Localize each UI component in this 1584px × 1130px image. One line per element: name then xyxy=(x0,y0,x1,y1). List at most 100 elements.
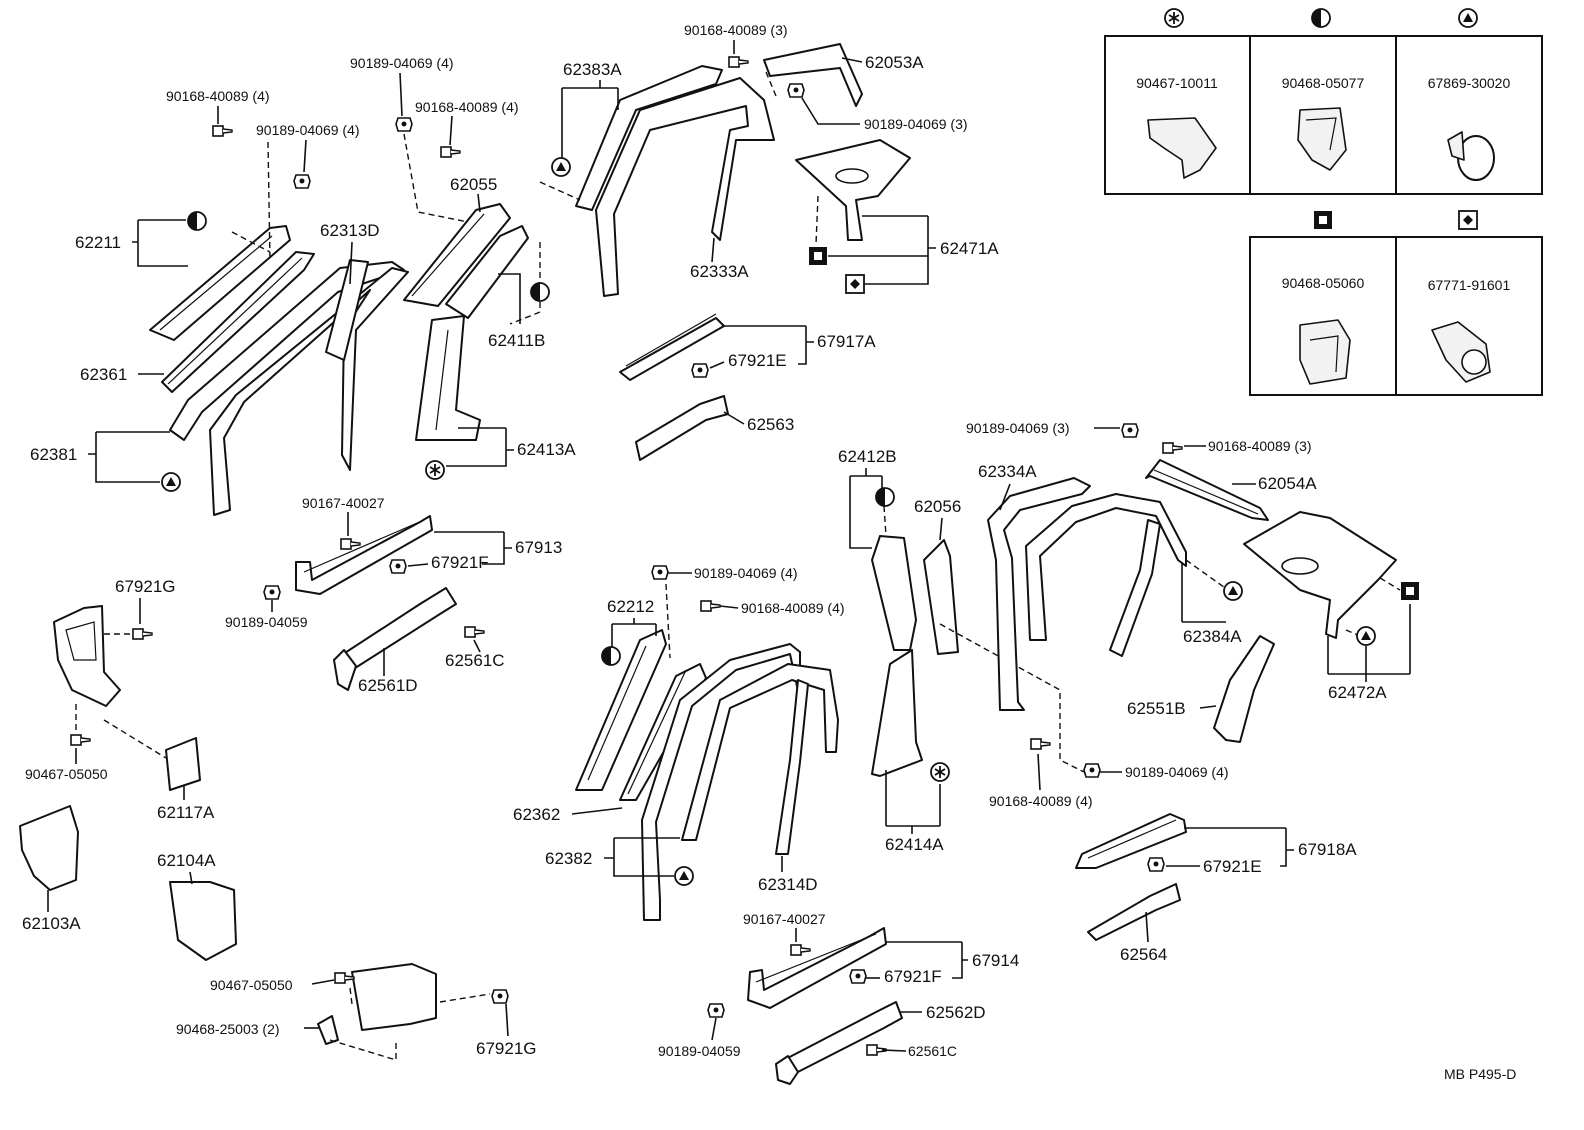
lower-bracket-shape xyxy=(53,605,121,707)
part-62212-shape xyxy=(575,629,667,791)
labels-lower-center: 90189-04069 (4) 90168-40089 (4) 62212 62… xyxy=(513,447,1019,1059)
part-62413A-shape xyxy=(415,315,481,441)
rear-quarter-group xyxy=(987,423,1401,941)
fastener-label: 90168-40089 (4) xyxy=(166,88,270,104)
diamond-symbol-icon xyxy=(1458,210,1478,230)
fastener-label: 90167-40027 xyxy=(302,495,385,511)
part-62055-shape xyxy=(403,203,511,307)
part-label: 62362 xyxy=(513,805,560,824)
fastener-label: 90189-04069 (4) xyxy=(350,55,454,71)
part-67914-shape xyxy=(747,927,887,1009)
clip-icon xyxy=(293,174,311,189)
half-circle-symbol-icon xyxy=(1311,8,1331,28)
clip-icon xyxy=(389,559,407,574)
labels-upper-left: 62211 62361 62381 62313D 62055 62411B 62… xyxy=(30,55,576,492)
part-62412B-shape xyxy=(871,535,917,651)
part-label: 62562D xyxy=(926,1003,986,1022)
reference-code: MB P495-D xyxy=(1444,1066,1516,1082)
clip-icon xyxy=(707,1003,725,1018)
part-62053A-shape xyxy=(763,43,863,107)
legend-part-number: 90467-10011 xyxy=(1136,75,1218,91)
fastener-label: 90168-40089 (4) xyxy=(989,793,1093,809)
clip-icon xyxy=(651,565,669,580)
clip-icon xyxy=(1297,107,1347,171)
part-label: 62564 xyxy=(1120,945,1167,964)
part-label: 62212 xyxy=(607,597,654,616)
fastener-label: 90467-05050 xyxy=(210,977,293,993)
clip-icon xyxy=(849,969,867,984)
triangle-symbol-icon xyxy=(1356,626,1376,646)
bolt-icon xyxy=(1162,442,1183,454)
part-62562D-shape xyxy=(779,1001,903,1077)
fastener-label: 90168-40089 (3) xyxy=(684,22,788,38)
front-pillar-group xyxy=(149,117,541,516)
part-67913-shape xyxy=(295,515,433,595)
part-label: 62412B xyxy=(838,447,897,466)
part-label: 62054A xyxy=(1258,474,1317,493)
part-label: 62414A xyxy=(885,835,944,854)
part-62472A-shape xyxy=(1243,511,1397,639)
part-label: 67921E xyxy=(728,351,787,370)
bolt-icon xyxy=(212,125,233,137)
clip-icon xyxy=(1147,857,1165,872)
fastener-label: 90168-40089 (4) xyxy=(741,600,845,616)
bolt-icon xyxy=(70,734,91,746)
square-symbol-icon xyxy=(1314,211,1332,229)
part-label: 62563 xyxy=(747,415,794,434)
part-label: 62056 xyxy=(914,497,961,516)
clip-icon xyxy=(491,989,509,1004)
legend-top: 90467-10011 90468-05077 67869-30020 xyxy=(1104,8,1543,195)
triangle-symbol-icon xyxy=(161,472,181,492)
part-62561D-shape xyxy=(333,587,457,671)
part-62211-shape xyxy=(149,225,291,341)
legend-part-number: 67869-30020 xyxy=(1428,75,1511,91)
center-pillar-upper-group xyxy=(539,43,911,461)
bolt-icon xyxy=(728,56,749,68)
legend-part-number: 90468-05077 xyxy=(1282,75,1365,91)
legend-part-number: 90468-05060 xyxy=(1282,275,1365,291)
triangle-symbol-icon xyxy=(1458,8,1478,28)
clip-icon xyxy=(1121,423,1139,438)
half-circle-symbol-icon xyxy=(601,646,621,666)
lower-bracket-shape xyxy=(351,963,437,1031)
fastener-label: 90168-40089 (4) xyxy=(415,99,519,115)
part-label: 62361 xyxy=(80,365,127,384)
fastener-label: 90468-25003 (2) xyxy=(176,1021,280,1037)
part-label: 67921G xyxy=(115,577,176,596)
square-symbol-icon xyxy=(809,247,827,265)
legend-part-number: 67771-91601 xyxy=(1428,277,1511,293)
part-label: 62334A xyxy=(978,462,1037,481)
part-label: 67917A xyxy=(817,332,876,351)
part-label: 62333A xyxy=(690,262,749,281)
part-label: 62313D xyxy=(320,221,380,240)
part-label: 67921F xyxy=(431,553,489,572)
clip-icon xyxy=(787,83,805,98)
fastener-label: 90167-40027 xyxy=(743,911,826,927)
part-62333A-shape xyxy=(595,77,775,297)
asterisk-symbol-icon xyxy=(1164,8,1184,28)
clip-icon xyxy=(1083,763,1101,778)
part-62056-shape xyxy=(923,539,959,655)
fastener-label: 90189-04069 (4) xyxy=(1125,764,1229,780)
part-label: 62055 xyxy=(450,175,497,194)
part-label: 62103A xyxy=(22,914,81,933)
part-label: 62413A xyxy=(517,440,576,459)
part-label: 62384A xyxy=(1183,627,1242,646)
part-62117A-shape xyxy=(165,737,201,791)
part-62104A-shape xyxy=(169,881,237,961)
part-label: 62104A xyxy=(157,851,216,870)
part-label: 67921F xyxy=(884,967,942,986)
asterisk-symbol-icon xyxy=(425,460,445,480)
fastener-label: 90189-04059 xyxy=(225,614,308,630)
bolt-icon xyxy=(464,626,485,638)
fastener-label: 90189-04069 (4) xyxy=(256,122,360,138)
part-62313D-shape xyxy=(209,267,409,516)
bolt-icon xyxy=(334,972,355,984)
clip-icon xyxy=(263,585,281,600)
part-label: 62561D xyxy=(358,676,418,695)
fastener-label: 90189-04069 (3) xyxy=(966,420,1070,436)
part-62551B-shape xyxy=(1213,635,1275,743)
scuff-plate-left-group xyxy=(19,515,509,1061)
part-62361-shape xyxy=(161,251,315,393)
